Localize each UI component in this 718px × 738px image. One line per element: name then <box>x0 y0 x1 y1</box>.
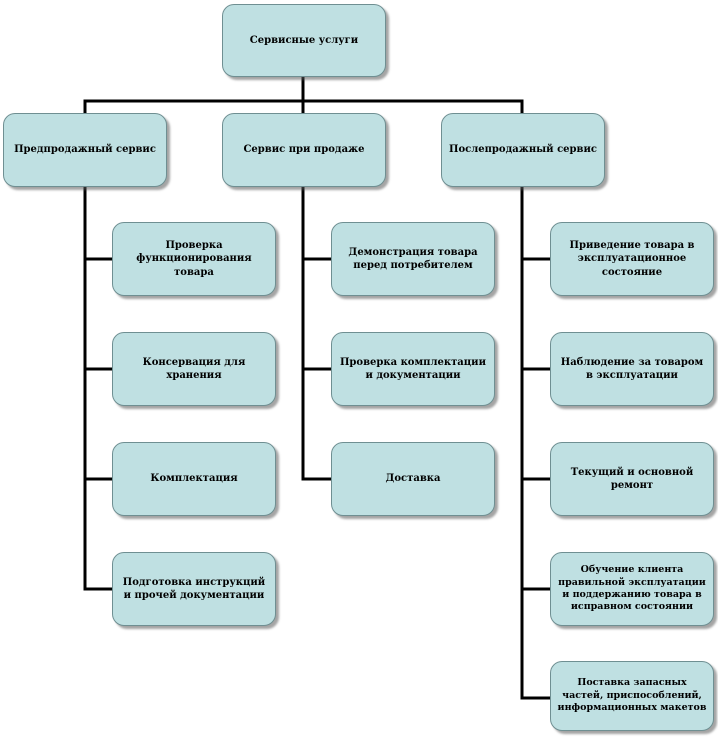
postsale-item-4: Обучение клиента правильной эксплуатации… <box>550 552 714 626</box>
postsale-item-5: Поставка запасных частей, приспособлений… <box>550 661 714 731</box>
branch-presale-node: Предпродажный сервис <box>3 113 167 187</box>
sale-item-1: Демонстрация товара перед потребителем <box>331 222 495 296</box>
presale-item-4: Подготовка инструкций и прочей документа… <box>112 552 276 626</box>
postsale-item-1: Приведение товара в эксплуатационное сос… <box>550 222 714 296</box>
postsale-item-2: Наблюдение за товаром в эксплуатации <box>550 332 714 406</box>
branch-postsale-node: Послепродажный сервис <box>441 113 605 187</box>
presale-item-3: Комплектация <box>112 442 276 516</box>
presale-item-1: Проверка функционирования товара <box>112 222 276 296</box>
postsale-item-3: Текущий и основной ремонт <box>550 442 714 516</box>
sale-item-3: Доставка <box>331 442 495 516</box>
root-node: Сервисные услуги <box>222 4 386 77</box>
presale-item-2: Консервация для хранения <box>112 332 276 406</box>
sale-item-2: Проверка комплектации и документации <box>331 332 495 406</box>
branch-sale-node: Сервис при продаже <box>222 113 386 187</box>
